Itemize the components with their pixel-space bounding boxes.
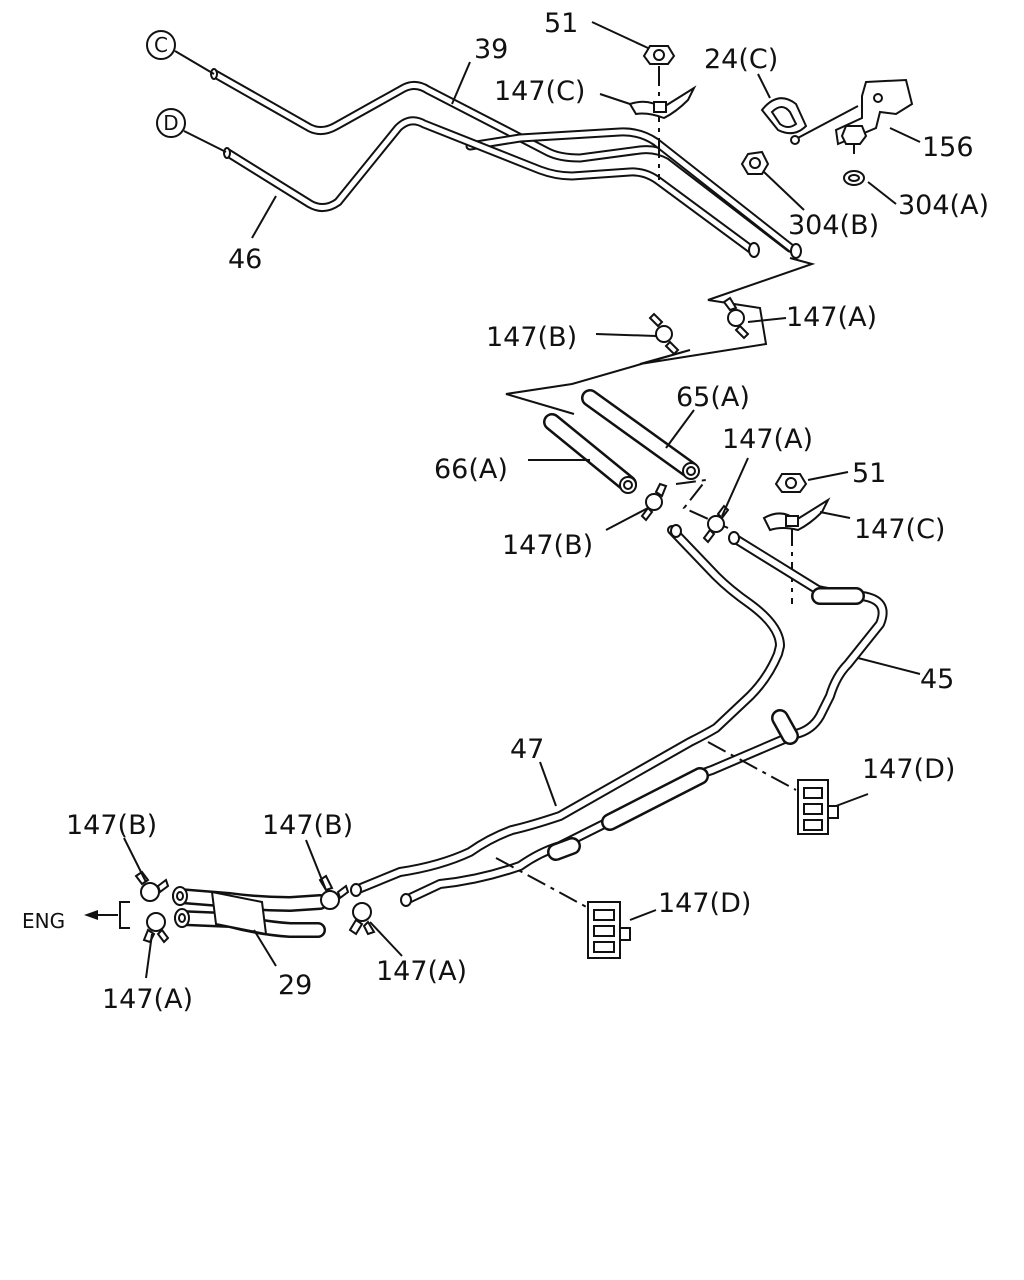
ref-marker-c-label: C [154, 33, 168, 57]
label-147a-center: 147(A) [376, 956, 467, 987]
break-line-lower [675, 478, 729, 529]
pipe-45[interactable] [401, 533, 888, 905]
label-45: 45 [920, 664, 954, 695]
label-147a-mid: 147(A) [722, 424, 813, 455]
label-39: 39 [474, 34, 508, 65]
hose-clamp-147a-upper-icon[interactable] [722, 296, 750, 340]
break-line-upper [505, 257, 816, 415]
label-147c-mid: 147(C) [854, 514, 945, 545]
label-147d-right: 147(D) [862, 754, 955, 785]
label-147b-left: 147(B) [66, 810, 157, 841]
fuel-clamp-24c-icon[interactable] [760, 97, 859, 145]
chain-line-147d-lower [495, 857, 593, 911]
bracket-156-icon[interactable] [834, 78, 914, 154]
chain-line-147d-right [707, 741, 797, 791]
hose-clamp-147a-left-icon[interactable] [142, 912, 170, 944]
pipe-ends-top [210, 68, 802, 259]
label-147d-lower: 147(D) [658, 888, 751, 919]
label-304a: 304(A) [898, 190, 989, 221]
leader-lines [123, 21, 921, 979]
ref-marker-d-label: D [163, 111, 178, 135]
ref-marker-c-icon: C [146, 30, 215, 75]
label-29: 29 [278, 970, 312, 1001]
direction-arrow-icon [84, 901, 130, 929]
label-147a-left: 147(A) [102, 984, 193, 1015]
pipe-clip-147d-right-icon[interactable] [797, 779, 839, 835]
pipe-clip-147c-mid-icon[interactable] [762, 497, 831, 532]
hose-clamp-147b-upper-icon[interactable] [648, 312, 680, 356]
label-65a: 65(A) [676, 382, 750, 413]
pipe-47[interactable] [351, 525, 785, 895]
pipe-clip-147c-top-icon[interactable] [628, 85, 697, 120]
hose-29[interactable] [172, 886, 328, 938]
label-46: 46 [228, 244, 262, 275]
bolt-304a-icon[interactable] [843, 170, 865, 186]
hose-65a[interactable] [581, 389, 700, 480]
label-147c-top: 147(C) [494, 76, 585, 107]
hose-clamp-147a-center-icon[interactable] [348, 902, 376, 936]
ref-marker-d-icon: D [156, 108, 227, 153]
label-147a-upper: 147(A) [786, 302, 877, 333]
label-eng: ENG [22, 909, 65, 933]
pipe-46[interactable] [223, 116, 757, 255]
pipe-45-sleeves [547, 587, 865, 861]
label-51-top: 51 [544, 8, 578, 39]
pipe-39-branch[interactable] [465, 127, 801, 257]
label-304b: 304(B) [788, 210, 879, 241]
hose-clamp-147b-mid-icon[interactable] [640, 482, 668, 522]
label-147b-mid: 147(B) [502, 530, 593, 561]
flange-nut-51-mid-icon[interactable] [774, 473, 808, 604]
pipe-39[interactable] [210, 69, 795, 253]
label-24c: 24(C) [704, 44, 778, 75]
hose-66a[interactable] [543, 413, 637, 494]
label-147b-center: 147(B) [262, 810, 353, 841]
flange-nut-304b-icon[interactable] [740, 150, 770, 175]
label-66a: 66(A) [434, 454, 508, 485]
hose-clamp-147b-left-icon[interactable] [134, 870, 170, 902]
hose-clamp-147b-center-icon[interactable] [318, 874, 350, 910]
flange-nut-51-top-icon[interactable] [642, 45, 676, 180]
label-156: 156 [922, 132, 974, 163]
pipe-clip-147d-lower-icon[interactable] [587, 901, 631, 959]
pipe-ends-lower [350, 524, 740, 907]
label-147b-upper: 147(B) [486, 322, 577, 353]
label-51-mid: 51 [852, 458, 886, 489]
label-47: 47 [510, 734, 544, 765]
